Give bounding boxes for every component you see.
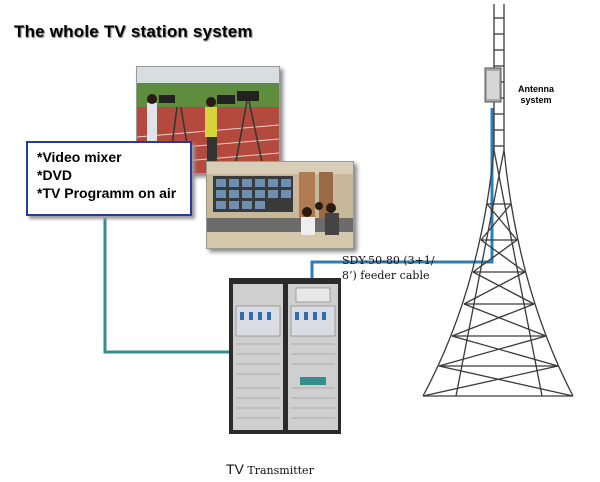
control-room-photo (206, 161, 354, 249)
tv-transmitter (229, 278, 341, 434)
feeder-label-line: 8’) feeder cable (342, 269, 430, 282)
program-source-item: *Video mixer (37, 149, 122, 165)
antenna-label-line: Antenna (518, 84, 554, 94)
antenna-label-line: system (520, 95, 552, 105)
program-source-item: *DVD (37, 167, 73, 183)
program-cable (103, 218, 232, 354)
transmitter-label-prefix: TV (226, 461, 244, 477)
feeder-label-line: SDY-50-80 (3+1/ (342, 254, 435, 267)
antenna-tower (422, 4, 574, 397)
diagram-title: The whole TV station system (14, 22, 253, 41)
antenna-panel (484, 67, 502, 103)
program-source-box: *Video mixer *DVD *TV Programm on air (26, 141, 192, 216)
feeder-cable-label: SDY-50-80 (3+1/ 8’) feeder cable (342, 253, 435, 283)
transmitter-label: TV Transmitter (226, 461, 314, 477)
transmitter-label-suffix: Transmitter (243, 464, 314, 477)
antenna-system-label: Antenna system (512, 84, 560, 106)
program-source-item: *TV Programm on air (37, 185, 177, 201)
